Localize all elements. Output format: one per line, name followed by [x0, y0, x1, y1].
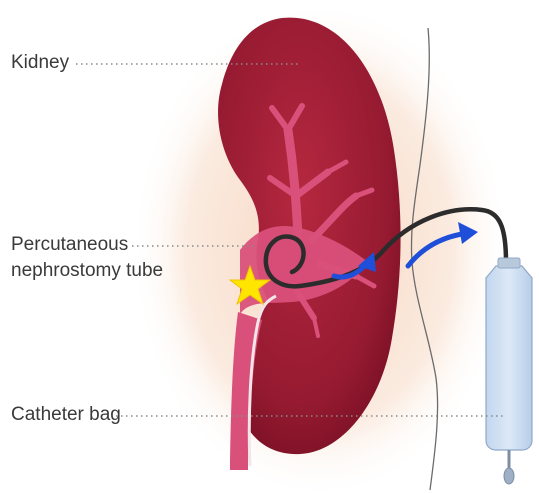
label-nephrostomy-tube: Percutaneous nephrostomy tube — [11, 232, 163, 284]
label-kidney: Kidney — [11, 50, 69, 76]
label-tube-line2: nephrostomy tube — [11, 258, 163, 284]
label-tube-line1: Percutaneous — [11, 234, 128, 255]
catheter-bag — [486, 258, 532, 484]
label-catheter-bag: Catheter bag — [11, 402, 121, 428]
